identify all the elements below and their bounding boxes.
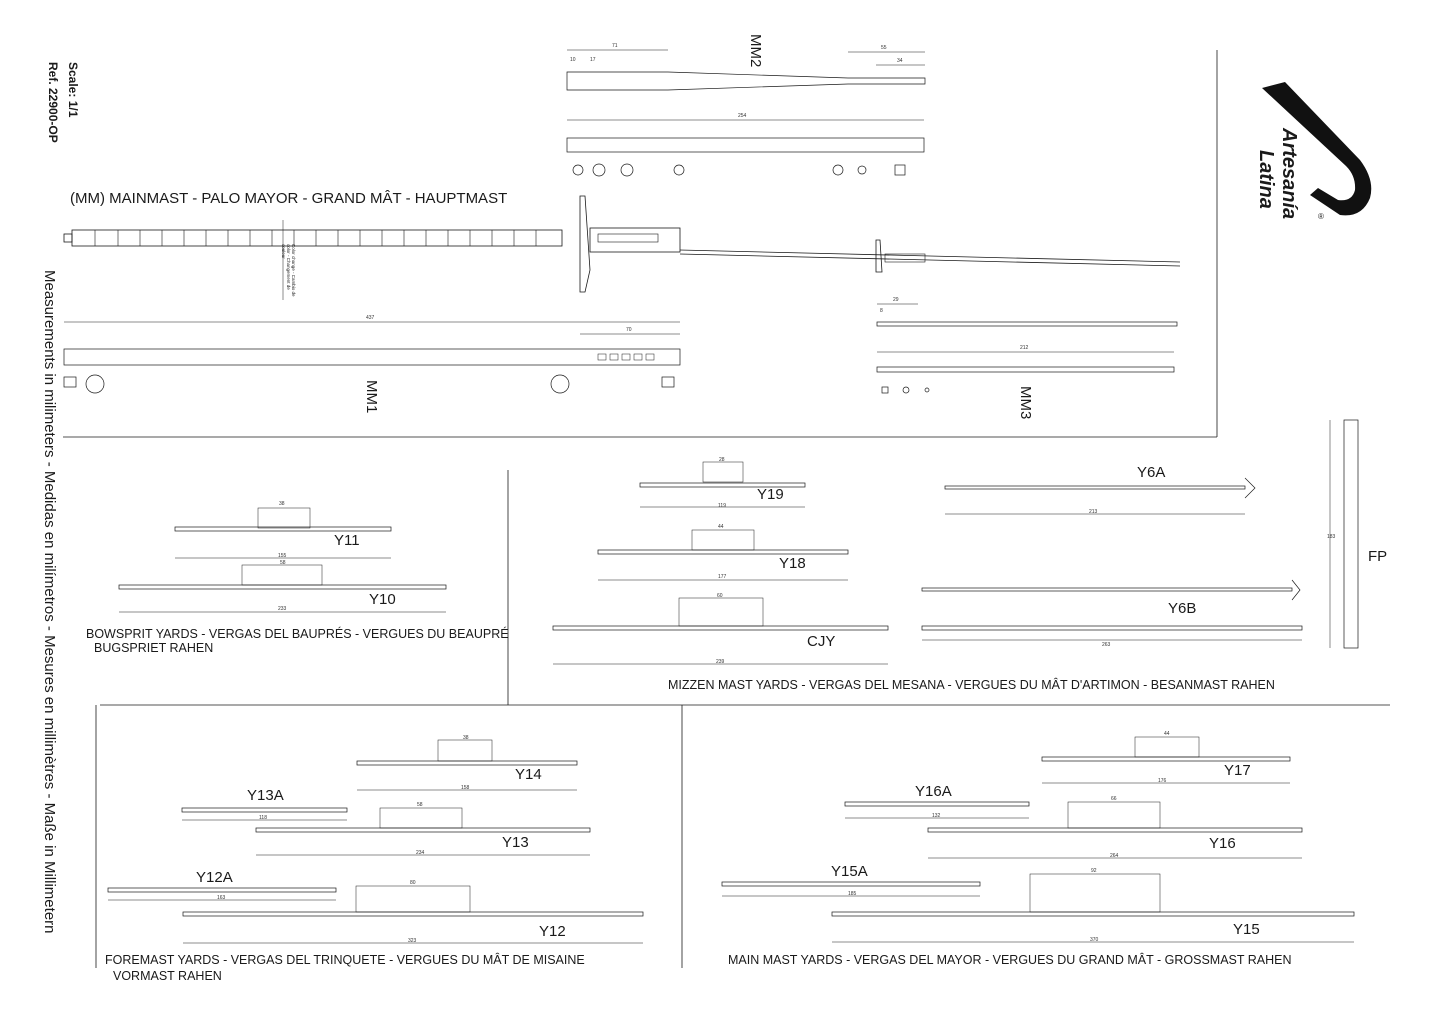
y10-label: Y10 (369, 591, 396, 608)
ref-label: Ref. 22900-OP (46, 62, 60, 143)
color-change-note: Color change - Cambio de color - Changem… (281, 244, 296, 297)
y19-label: Y19 (757, 486, 784, 503)
y19-dim-length: 119 (718, 503, 726, 509)
y19-dim-mid: 28 (719, 457, 725, 463)
artesania-latina-logo (1262, 82, 1372, 216)
mm2-dim-top1: 71 (612, 43, 618, 49)
y13a-dim-length: 118 (259, 815, 267, 821)
cjy-dim-length: 239 (716, 659, 725, 665)
bowsprit-caption-1: BOWSPRIT YARDS - VERGAS DEL BAUPRÉS - VE… (86, 627, 509, 641)
y13-label: Y13 (502, 834, 529, 851)
y16a-dim-length: 132 (932, 813, 941, 819)
mm2-dim-top5: 17 (590, 57, 596, 63)
cjy-dim-mid: 60 (717, 593, 723, 599)
fp-dim-length: 183 (1327, 534, 1336, 540)
y14-dim-length: 158 (461, 785, 470, 791)
y12-dim-length: 323 (408, 938, 417, 944)
mm1-dim-seg: 70 (626, 327, 632, 333)
foremast-caption-1: FOREMAST YARDS - VERGAS DEL TRINQUETE - … (105, 953, 585, 967)
fp-part (1329, 419, 1359, 649)
y6b-label: Y6B (1168, 600, 1197, 617)
y13-dim-length: 234 (416, 850, 425, 856)
y10-dim-mid: 58 (280, 560, 286, 566)
mm1-label: MM1 (363, 380, 380, 414)
mm2-dim-top3: 34 (897, 58, 903, 64)
y18-label: Y18 (779, 555, 806, 572)
y13-dim-mid: 58 (417, 802, 423, 808)
mainmast-assembly (63, 195, 1181, 300)
mm1-part (63, 321, 681, 394)
y6a-dim-length: 213 (1089, 509, 1098, 515)
y11-label: Y11 (334, 532, 360, 549)
mm2-dim-top2: 55 (881, 45, 887, 51)
y16a-label: Y16A (915, 783, 952, 800)
y11-dim-mid: 38 (279, 501, 285, 507)
y14-label: Y14 (515, 766, 542, 783)
mm1-dim-length: 437 (366, 315, 375, 321)
y15-dim-mid: 92 (1091, 868, 1097, 874)
y12a-label: Y12A (196, 869, 233, 886)
cjy-label: CJY (807, 633, 836, 650)
y12-label: Y12 (539, 923, 566, 940)
y16-dim-mid: 66 (1111, 796, 1117, 802)
mm3-dim-top: 29 (893, 297, 899, 303)
y11-dim-length: 155 (278, 553, 287, 559)
brand-mark: ® (1318, 212, 1324, 221)
mm2-label: MM2 (747, 34, 764, 68)
y17-dim-length: 176 (1158, 778, 1167, 784)
y17-dim-mid: 44 (1164, 731, 1170, 737)
mm3-dim-small: 8 (880, 308, 883, 314)
bowsprit-yards (118, 507, 447, 613)
y13a-label: Y13A (247, 787, 284, 804)
mm3-dim-length: 212 (1020, 345, 1029, 351)
mm3-part (876, 303, 1178, 394)
mainyards-caption: MAIN MAST YARDS - VERGAS DEL MAYOR - VER… (728, 953, 1292, 967)
y16-dim-length: 264 (1110, 853, 1119, 859)
y18-dim-mid: 44 (718, 524, 724, 530)
y15a-dim-length: 185 (848, 891, 857, 897)
mainmast-title: (MM) MAINMAST - PALO MAYOR - GRAND MÂT -… (70, 190, 508, 207)
scale-label: Scale: 1/1 (66, 62, 80, 118)
mm2-part (566, 49, 926, 177)
fp-label: FP (1368, 548, 1388, 565)
foremast-caption-2: VORMAST RAHEN (113, 969, 222, 983)
y15-label: Y15 (1233, 921, 1260, 938)
brand-line2: Latina (1255, 150, 1277, 209)
mizzen-yards (552, 461, 1303, 665)
bowsprit-caption-2: BUGSPRIET RAHEN (94, 641, 214, 655)
y17-label: Y17 (1224, 762, 1251, 779)
mainmast-yards (721, 736, 1355, 943)
y12a-dim-length: 163 (217, 895, 226, 901)
y10-dim-length: 233 (278, 606, 287, 612)
y6a-label: Y6A (1137, 464, 1166, 481)
y14-dim-mid: 38 (463, 735, 469, 741)
measurements-note: Measurements in milimeters - Medidas en … (41, 270, 58, 934)
mm2-dim-top4: 10 (570, 57, 576, 63)
mm3-label: MM3 (1017, 386, 1034, 420)
y6b-dim-length: 263 (1102, 642, 1111, 648)
foremast-yards (107, 739, 644, 944)
brand-line1: Artesanía (1278, 128, 1300, 220)
mm2-dim-length: 254 (738, 113, 747, 119)
y15-dim-length: 370 (1090, 937, 1099, 943)
y12-dim-mid: 80 (410, 880, 416, 886)
y18-dim-length: 177 (718, 574, 727, 580)
y16-label: Y16 (1209, 835, 1236, 852)
y15a-label: Y15A (831, 863, 868, 880)
mizzen-caption: MIZZEN MAST YARDS - VERGAS DEL MESANA - … (668, 678, 1275, 692)
